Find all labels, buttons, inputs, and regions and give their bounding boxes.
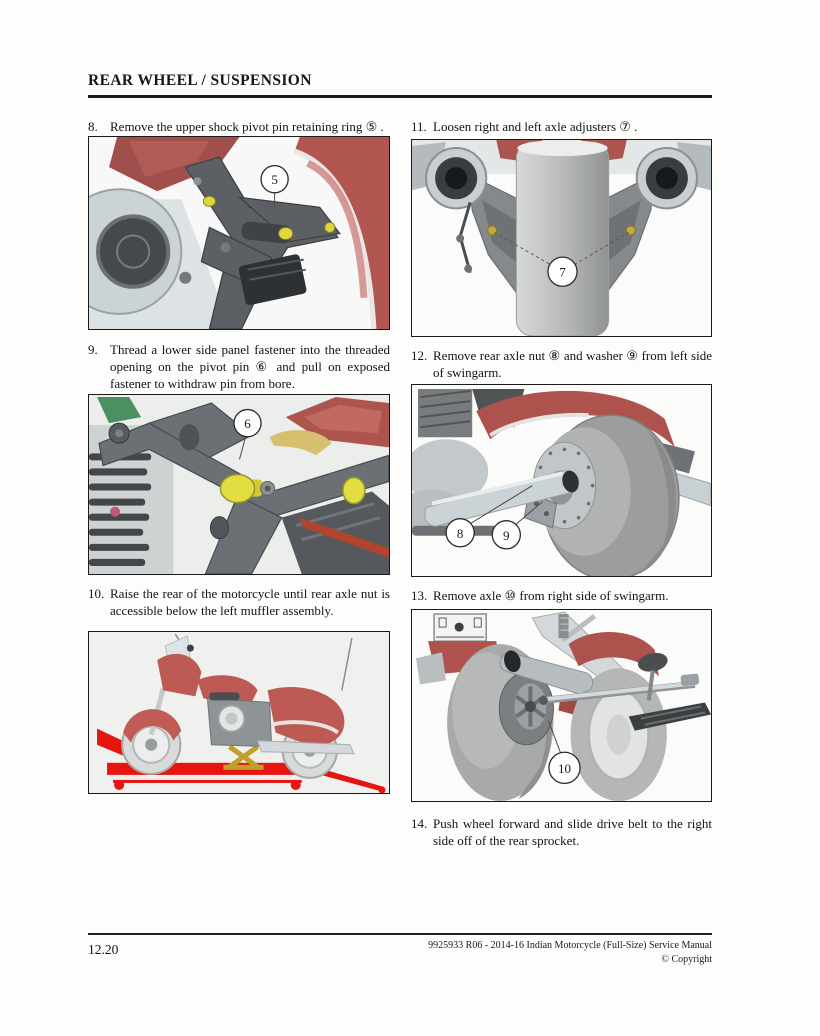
step-text: Thread a lower side panel fastener into … [110,342,390,391]
callout-9: 9 [503,528,510,543]
illustration-frame-retaining-ring: 5 [89,137,389,329]
step-10: 10. Raise the rear of the motorcycle unt… [88,585,390,619]
callout-7: 7 [559,265,566,280]
step-text: Raise the rear of the motorcycle until r… [110,586,390,618]
step-9: 9. Thread a lower side panel fastener in… [88,341,390,392]
figure-axle-adjusters: 7 [411,139,712,337]
step-8: 8. Remove the upper shock pivot pin reta… [88,118,390,135]
footer-manual-info: 9925933 R06 - 2014-16 Indian Motorcycle … [312,939,712,966]
step-12: 12. Remove rear axle nut ⑧ and washer ⑨ … [411,347,712,381]
step-number: 11. [411,119,427,134]
figure-motorcycle-on-lift [88,631,390,794]
illustration-motorcycle-lift [89,632,389,793]
footer-copyright: © Copyright [661,953,712,965]
figure-pivot-pin: 6 [88,394,390,575]
step-text: Loosen right and left axle adjusters ⑦ . [433,119,638,134]
step-text: Remove the upper shock pivot pin retaini… [110,119,384,134]
figure-axle-removal: 10 [411,609,712,802]
page-title: REAR WHEEL / SUSPENSION [88,72,312,89]
footer-divider [88,933,712,935]
figure-axle-nut-washer: 8 9 [411,384,712,577]
step-number: 14. [411,816,428,831]
illustration-pivot-pin: 6 [89,395,389,574]
footer-page-number: 12.20 [88,942,119,957]
step-11: 11. Loosen right and left axle adjusters… [411,118,712,135]
right-column: 11. Loosen right and left axle adjusters… [411,110,712,849]
step-number: 8. [88,119,98,134]
callout-10: 10 [558,761,572,776]
header-divider [88,95,712,98]
step-number: 9. [88,342,98,357]
callout-8: 8 [457,526,464,541]
footer-manual-title: 9925933 R06 - 2014-16 Indian Motorcycle … [428,940,712,951]
illustration-axle-removal: 10 [412,610,711,801]
step-number: 13. [411,588,428,603]
step-text: Remove axle ⑩ from right side of swingar… [433,588,669,603]
illustration-axle-adjusters: 7 [412,140,711,336]
callout-5: 5 [271,172,278,187]
step-text: Push wheel forward and slide drive belt … [433,816,712,848]
step-14: 14. Push wheel forward and slide drive b… [411,815,712,849]
step-number: 12. [411,348,428,363]
figure-shock-pivot-retaining-ring: 5 [88,136,390,330]
step-text: Remove rear axle nut ⑧ and washer ⑨ from… [433,348,712,380]
step-13: 13. Remove axle ⑩ from right side of swi… [411,587,712,604]
illustration-axle-nut-washer: 8 9 [412,385,711,576]
left-column: 8. Remove the upper shock pivot pin reta… [88,110,390,794]
callout-6: 6 [244,416,251,431]
step-number: 10. [88,586,105,601]
